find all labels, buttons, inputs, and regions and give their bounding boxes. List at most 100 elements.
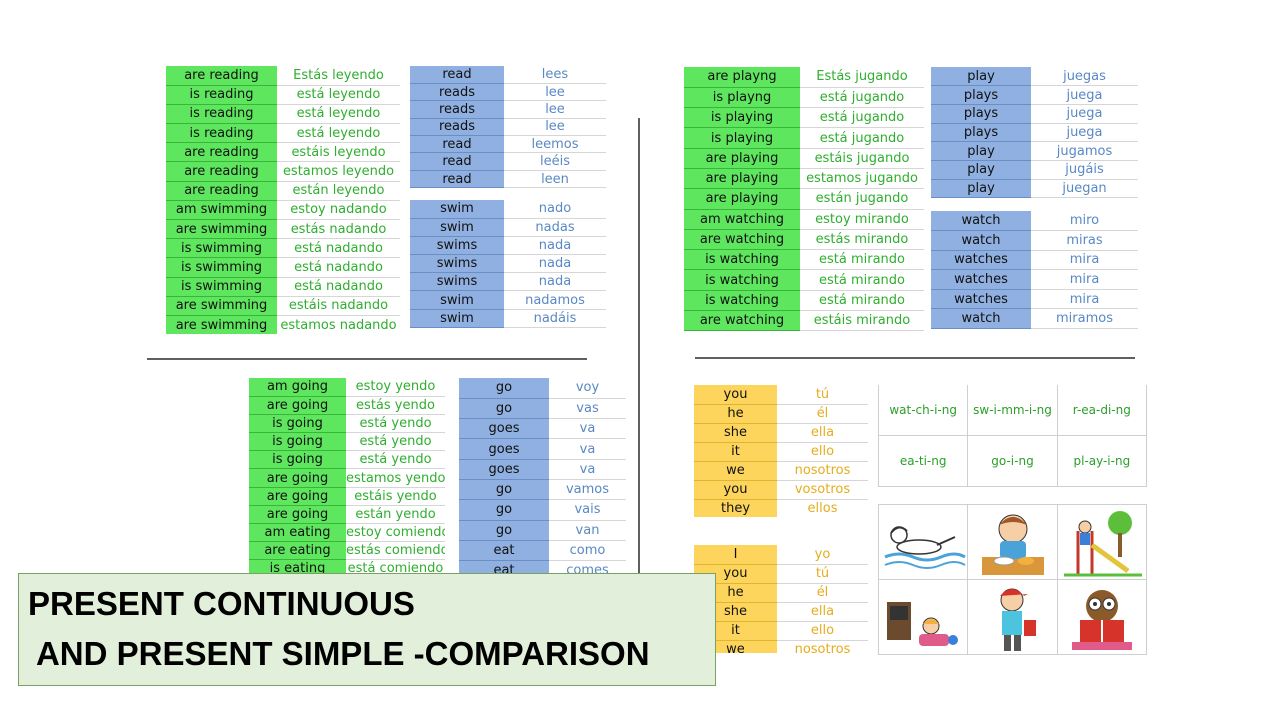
english-verb-cell: are reading [166,181,277,201]
english-verb-cell: are watching [684,310,800,332]
english-verb-cell: are playing [684,188,800,210]
syllable-cell: sw-i-mm-i-ng [968,385,1058,436]
spanish-translation-cell: estás yendo [346,396,445,415]
spanish-translation-cell: voy [549,378,626,399]
spanish-translation-cell: yo [777,545,868,565]
english-verb-cell: go [459,398,549,420]
spanish-translation-cell: miras [1031,230,1138,251]
english-verb-cell: it [694,442,777,462]
spanish-translation-cell: nosotros [777,461,868,481]
english-verb-cell: am eating [249,523,346,543]
english-verb-cell: is watching [684,269,800,291]
english-verb-cell: are swimming [166,219,277,240]
spanish-translation-cell: lee [504,83,606,102]
english-verb-cell: reads [410,100,504,119]
spanish-translation-cell: ella [777,602,868,622]
watching-tv-picture [879,580,969,655]
spanish-translation-cell: está leyendo [277,85,400,105]
english-verb-cell: swims [410,272,504,292]
spanish-translation-cell: nado [504,200,606,219]
spanish-translation-cell: estoy yendo [346,378,445,397]
spanish-translation-cell: vosotros [777,480,868,500]
spanish-translation-cell: van [549,520,626,541]
english-verb-cell: am going [249,378,346,397]
english-verb-cell: are swimming [166,296,277,316]
english-verb-cell: are watching [684,229,800,251]
spanish-translation-cell: leen [504,170,606,188]
english-verb-cell: are reading [166,161,277,182]
spanish-translation-cell: está mirando [800,269,924,291]
spanish-translation-cell: vas [549,398,626,420]
spanish-translation-cell: juega [1031,85,1138,105]
spanish-translation-cell: estáis mirando [800,310,924,332]
english-verb-cell: plays [931,123,1031,143]
separator-vertical [638,118,640,573]
english-verb-cell: are reading [166,142,277,163]
english-verb-cell: are going [249,396,346,415]
eating-picture [968,505,1058,580]
english-verb-cell: reads [410,83,504,102]
english-verb-cell: is playing [684,107,800,129]
spanish-translation-cell: está jugando [800,87,924,109]
spanish-translation-cell: mira [1031,250,1138,271]
spanish-translation-cell: está yendo [346,450,445,470]
english-verb-cell: swim [410,218,504,237]
english-verb-cell: am watching [684,209,800,230]
spanish-translation-cell: está comiendo [346,559,445,574]
spanish-translation-cell: lee [504,100,606,119]
english-verb-cell: read [410,66,504,84]
spanish-translation-cell: Estás jugando [800,67,924,88]
spanish-translation-cell: estáis leyendo [277,142,400,163]
english-verb-cell: goes [459,418,549,440]
english-verb-cell: I [694,545,777,565]
english-verb-cell: swims [410,236,504,256]
english-verb-cell: am swimming [166,200,277,221]
spanish-translation-cell: nada [504,272,606,292]
english-verb-cell: is playng [684,87,800,109]
english-verb-cell: swim [410,309,504,328]
separator-top-right [695,357,1135,359]
spanish-translation-cell: nosotros [777,640,868,653]
title-line-1: PRESENT CONTINUOUS [28,585,415,622]
title-box: PRESENT CONTINUOUS AND PRESENT SIMPLE -C… [18,573,716,686]
spanish-translation-cell: está mirando [800,249,924,271]
picture-grid [878,504,1147,655]
english-verb-cell: swim [410,200,504,219]
spanish-translation-cell: él [777,404,868,424]
english-verb-cell: go [459,479,549,501]
spanish-translation-cell: está yendo [346,432,445,452]
spanish-translation-cell: está nadando [277,238,400,259]
english-verb-cell: goes [459,438,549,460]
